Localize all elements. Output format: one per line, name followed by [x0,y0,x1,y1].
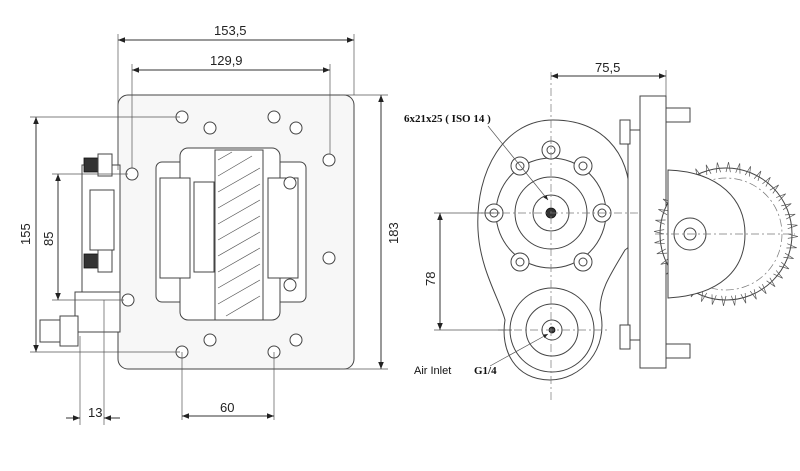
side-flange-step [627,129,641,341]
gear-tooth [660,257,671,265]
gear-tooth [744,166,752,177]
gear-tooth [786,243,797,249]
stud-bottom [665,343,691,359]
gear-tooth [731,295,737,306]
bearing-left [193,181,215,273]
bolt-holes [121,110,336,359]
gear-tooth [656,248,668,255]
side-housing-inner [89,189,115,251]
dim-shaft-distance: 78 [423,272,438,286]
dim-overall-width: 153,5 [214,23,247,38]
gear-tooth [781,203,792,211]
gear-tooth [787,233,799,239]
fitting-block [74,291,121,333]
gear-tooth [700,291,708,302]
gear-tooth [655,219,666,225]
valve-nut-bottom [83,253,99,269]
gear-tooth [776,193,786,202]
dim-side-depth: 75,5 [595,60,620,75]
flange-bolt-bottom [619,324,631,350]
valve-cap-top [97,153,113,177]
gear-pitch-circle [669,177,783,291]
air-inlet-label: Air Inlet [414,365,451,377]
dim-offset-13: 13 [88,405,102,420]
dim-bolt-spacing: 60 [220,400,234,415]
gear-tooth [784,213,796,220]
dim-height-left: 155 [18,223,33,245]
gear-tooth [779,261,790,270]
shaft-collar-right [267,177,299,279]
shaft-spec-label: 6x21x25 ( ISO 14 ) [404,113,491,125]
flange-bolt-top [619,119,631,145]
side-view: 75,5 78 6x21x25 ( ISO 14 ) Air Inlet G1/… [404,60,799,400]
gear-tooth [721,295,727,307]
gear-tooth [749,289,757,300]
gear-tooth [715,162,721,173]
air-inlet-thread: G1/4 [474,365,497,377]
gear-tooth [653,229,665,235]
air-inlet-leader [489,333,549,367]
gear-tooth [725,161,731,173]
gear-teeth [217,151,261,317]
gear-tooth [753,170,762,181]
gear-tooth [740,292,747,304]
valve-nut-top [83,157,99,173]
gear-tooth [758,284,767,294]
stud-top [665,107,691,123]
dim-inner-height: 85 [41,232,56,246]
gear-tooth [769,184,779,194]
dim-flange-width: 129,9 [210,53,243,68]
gear-tooth [766,277,776,287]
gear-tooth [762,177,771,187]
gear-tooth [658,208,669,216]
helical-gear [214,149,264,321]
gear-tooth [783,252,794,260]
gear-tooth [787,223,798,229]
gear-tooth [654,239,665,245]
dim-overall-height: 183 [386,222,401,244]
shaft-collar-left [159,177,191,279]
gear-tooth [705,164,712,176]
shaft-spec-leader [487,125,549,201]
gear-tooth [711,294,717,305]
gear-tooth [735,163,741,174]
valve-cap-bottom [97,249,113,273]
front-view: 153,5 129,9 155 85 183 13 60 [18,23,401,425]
air-fitting-nut [59,315,79,347]
gear-tooth [773,270,783,279]
